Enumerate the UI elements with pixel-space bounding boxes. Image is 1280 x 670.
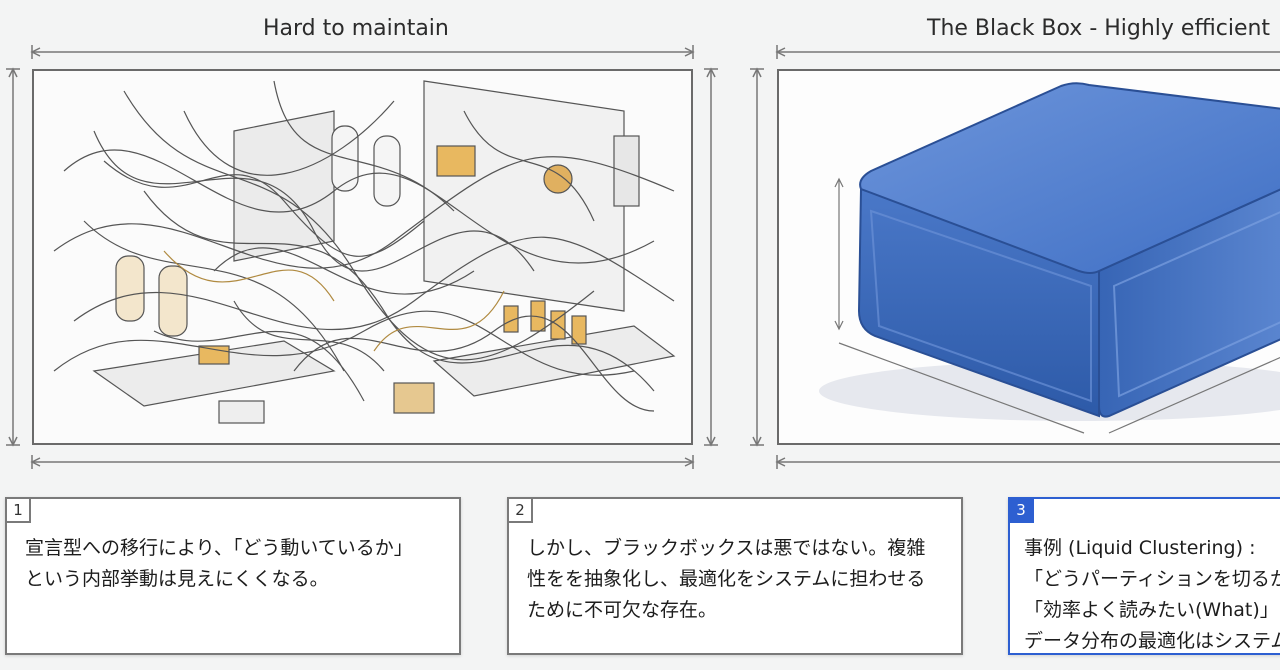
card-number-badge: 1 bbox=[5, 497, 31, 523]
explanation-card-1: 1 宣言型への移行により、「どう動いているか」 という内部挙動は見えにくくなる。 bbox=[5, 497, 461, 655]
explanation-card-3: 3 事例 (Liquid Clustering) : 「どうパーティションを切る… bbox=[1008, 497, 1280, 655]
card-text: しかし、ブラックボックスは悪ではない。複雑 性をを抽象化し、最適化をシステムに担… bbox=[527, 537, 926, 621]
black-box-illustration bbox=[777, 69, 1280, 445]
tangled-wiring-illustration bbox=[32, 69, 693, 445]
right-panel-title: The Black Box - Highly efficient bbox=[927, 16, 1271, 41]
card-text: 宣言型への移行により、「どう動いているか」 という内部挙動は見えにくくなる。 bbox=[25, 537, 413, 590]
card-number-badge: 3 bbox=[1008, 497, 1034, 523]
card-number-badge: 2 bbox=[507, 497, 533, 523]
card-text: 事例 (Liquid Clustering) : 「どうパーティションを切るか … bbox=[1024, 537, 1280, 652]
left-panel-title: Hard to maintain bbox=[263, 16, 449, 41]
explanation-card-2: 2 しかし、ブラックボックスは悪ではない。複雑 性をを抽象化し、最適化をシステム… bbox=[507, 497, 963, 655]
dimension-lines bbox=[6, 45, 1280, 469]
